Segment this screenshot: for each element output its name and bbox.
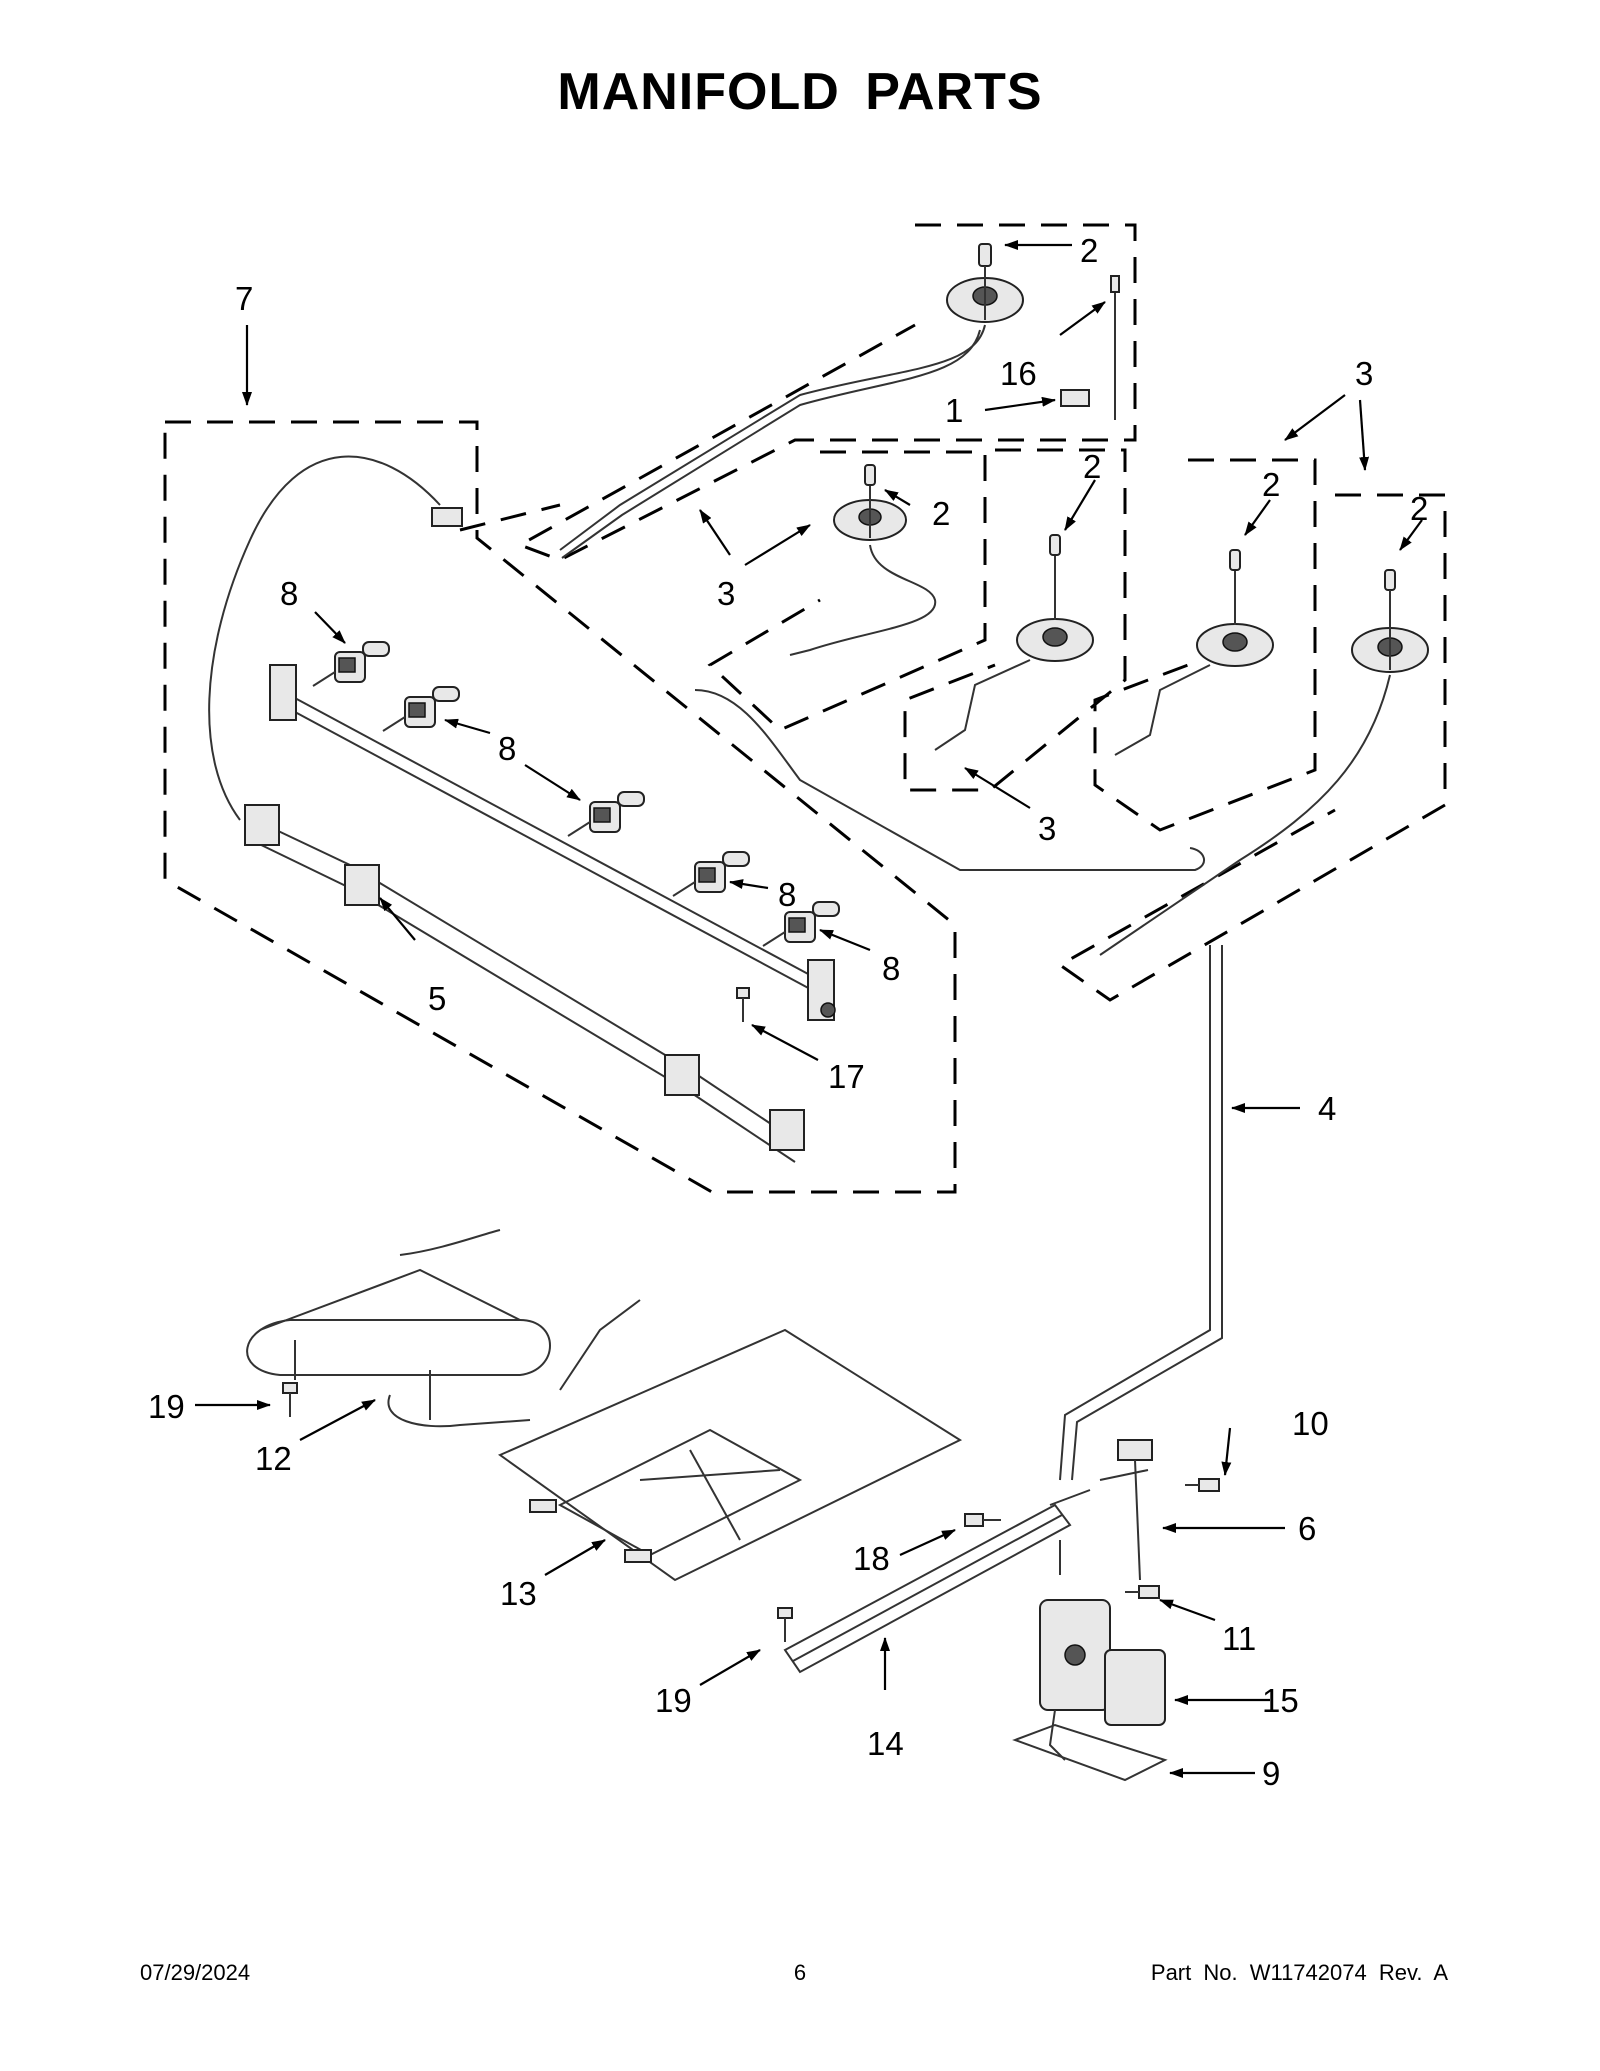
gas-supply-tube-4 xyxy=(1059,945,1211,1481)
heat-deflector-13 xyxy=(497,1328,963,1582)
callout-8c: 8 xyxy=(778,876,796,913)
callout-4: 4 xyxy=(1318,1090,1336,1127)
group-outline-left-burner xyxy=(707,450,987,732)
harness-clip-1 xyxy=(244,804,280,846)
burner-valve-rear xyxy=(946,243,1024,323)
group-outline-right-mid-burner xyxy=(1093,458,1317,832)
screw-17 xyxy=(736,987,750,1022)
callout-18: 18 xyxy=(853,1540,890,1577)
callout-3b: 3 xyxy=(717,575,735,612)
callout-8b: 8 xyxy=(498,730,516,767)
burner-valve-right xyxy=(1351,569,1429,673)
screw-11 xyxy=(1125,1585,1160,1599)
callout-2c: 2 xyxy=(1083,448,1101,485)
valve-harness xyxy=(254,819,796,1141)
valve-8e xyxy=(762,901,840,947)
group-outline-rear-burner xyxy=(516,223,1137,562)
callout-12: 12 xyxy=(255,1440,292,1477)
footer-page-number: 6 xyxy=(793,1960,807,1985)
callout-19a: 19 xyxy=(148,1388,185,1425)
callout-10: 10 xyxy=(1292,1405,1329,1442)
thermocouple-16 xyxy=(1110,275,1120,420)
screw-19a xyxy=(282,1382,298,1417)
footer-date: 07/29/2024 xyxy=(140,1960,251,1985)
callout-13: 13 xyxy=(500,1575,537,1612)
callout-2e: 2 xyxy=(1410,490,1428,527)
callout-3c: 3 xyxy=(1038,810,1056,847)
callout-2a: 2 xyxy=(1080,232,1098,269)
harness-clip-4 xyxy=(769,1109,805,1151)
group-outline-manifold-link xyxy=(459,503,561,532)
group-outline-7 xyxy=(163,420,957,1194)
callout-19b: 19 xyxy=(655,1682,692,1719)
valve-8a xyxy=(312,641,390,687)
callout-2b: 2 xyxy=(932,495,950,532)
harness-connector xyxy=(431,507,463,527)
callout-8d: 8 xyxy=(882,950,900,987)
callout-9: 9 xyxy=(1262,1755,1280,1792)
screw-19b xyxy=(777,1607,793,1642)
wire-harness xyxy=(208,455,441,821)
callout-15: 15 xyxy=(1262,1682,1299,1719)
valve-8d xyxy=(672,851,750,897)
callout-8a: 8 xyxy=(280,575,298,612)
burner-valve-left xyxy=(833,464,907,541)
manifold-feed-tube xyxy=(694,689,1205,871)
harness-clip-3 xyxy=(664,1054,700,1096)
callout-1: 1 xyxy=(945,392,963,429)
leader-lines xyxy=(195,240,1423,1778)
oven-valve-15 xyxy=(1039,1599,1166,1761)
burner-valve-right-mid xyxy=(1196,549,1274,667)
callout-5: 5 xyxy=(428,980,446,1017)
page-title: MANIFOLD PARTS xyxy=(557,63,1043,121)
group-outline-center-burner xyxy=(903,448,1127,792)
callout-14: 14 xyxy=(867,1725,904,1762)
burner-tube-rear xyxy=(559,324,986,551)
callout-labels: 2 16 1 2 2 2 2 3 3 3 7 8 8 8 8 5 17 4 10… xyxy=(148,232,1428,1792)
burner-valves xyxy=(559,243,1429,956)
bake-burner-14 xyxy=(783,1489,1091,1674)
callout-7: 7 xyxy=(235,280,253,317)
screw-10 xyxy=(1185,1478,1220,1492)
valve-8b xyxy=(382,686,460,732)
screw-18 xyxy=(964,1513,1001,1527)
broil-element-12 xyxy=(246,1229,641,1428)
callout-6: 6 xyxy=(1298,1510,1316,1547)
valve-8c xyxy=(567,791,645,837)
callout-3a: 3 xyxy=(1355,355,1373,392)
manifold-bracket-left xyxy=(269,664,297,721)
clip-1 xyxy=(1060,389,1090,407)
harness-clip-2 xyxy=(344,864,380,906)
callout-17: 17 xyxy=(828,1058,865,1095)
valve-bracket-9 xyxy=(1012,1723,1168,1782)
manifold-assembly xyxy=(208,455,840,1163)
burner-valve-center xyxy=(1016,534,1094,662)
group-outline-right-burner xyxy=(1057,493,1447,1002)
footer-part-number: Part No. W11742074 Rev. A xyxy=(1150,1960,1448,1985)
callout-16: 16 xyxy=(1000,355,1037,392)
callout-2d: 2 xyxy=(1262,466,1280,503)
igniter-bracket-6 xyxy=(1099,1439,1153,1581)
burner-tube-right xyxy=(1099,674,1391,956)
callout-11: 11 xyxy=(1222,1620,1256,1657)
group-outlines xyxy=(163,223,1447,1194)
